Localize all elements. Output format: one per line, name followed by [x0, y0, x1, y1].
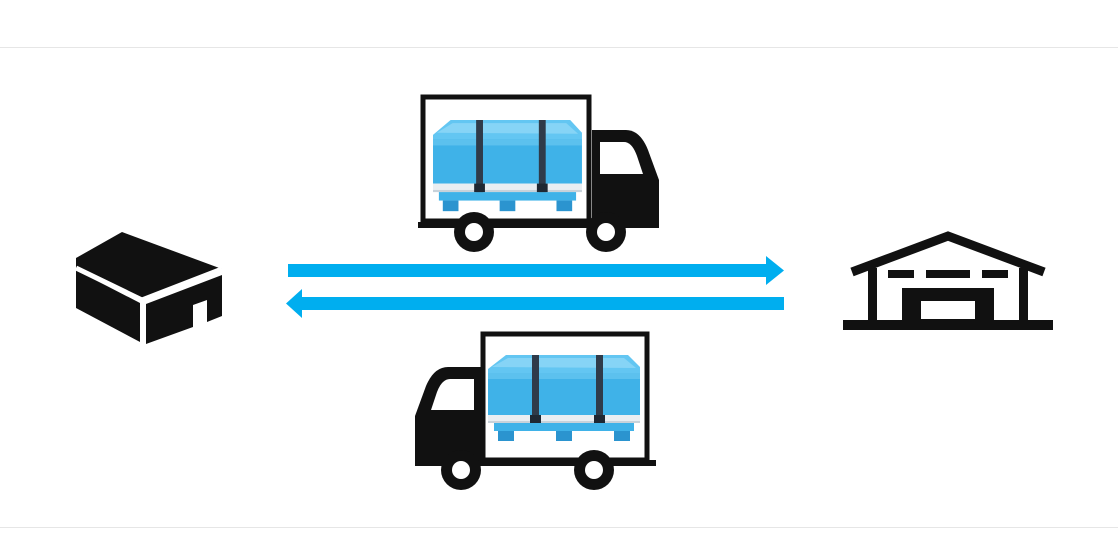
warehouse-icon [843, 231, 1053, 330]
arrow-to-house [286, 289, 784, 318]
blue-pallet-crate-icon [433, 120, 582, 212]
top-divider [0, 47, 1118, 48]
house-icon [74, 232, 223, 344]
arrow-to-warehouse [288, 256, 784, 285]
blue-pallet-crate-icon [488, 355, 640, 441]
bottom-divider [0, 527, 1118, 528]
